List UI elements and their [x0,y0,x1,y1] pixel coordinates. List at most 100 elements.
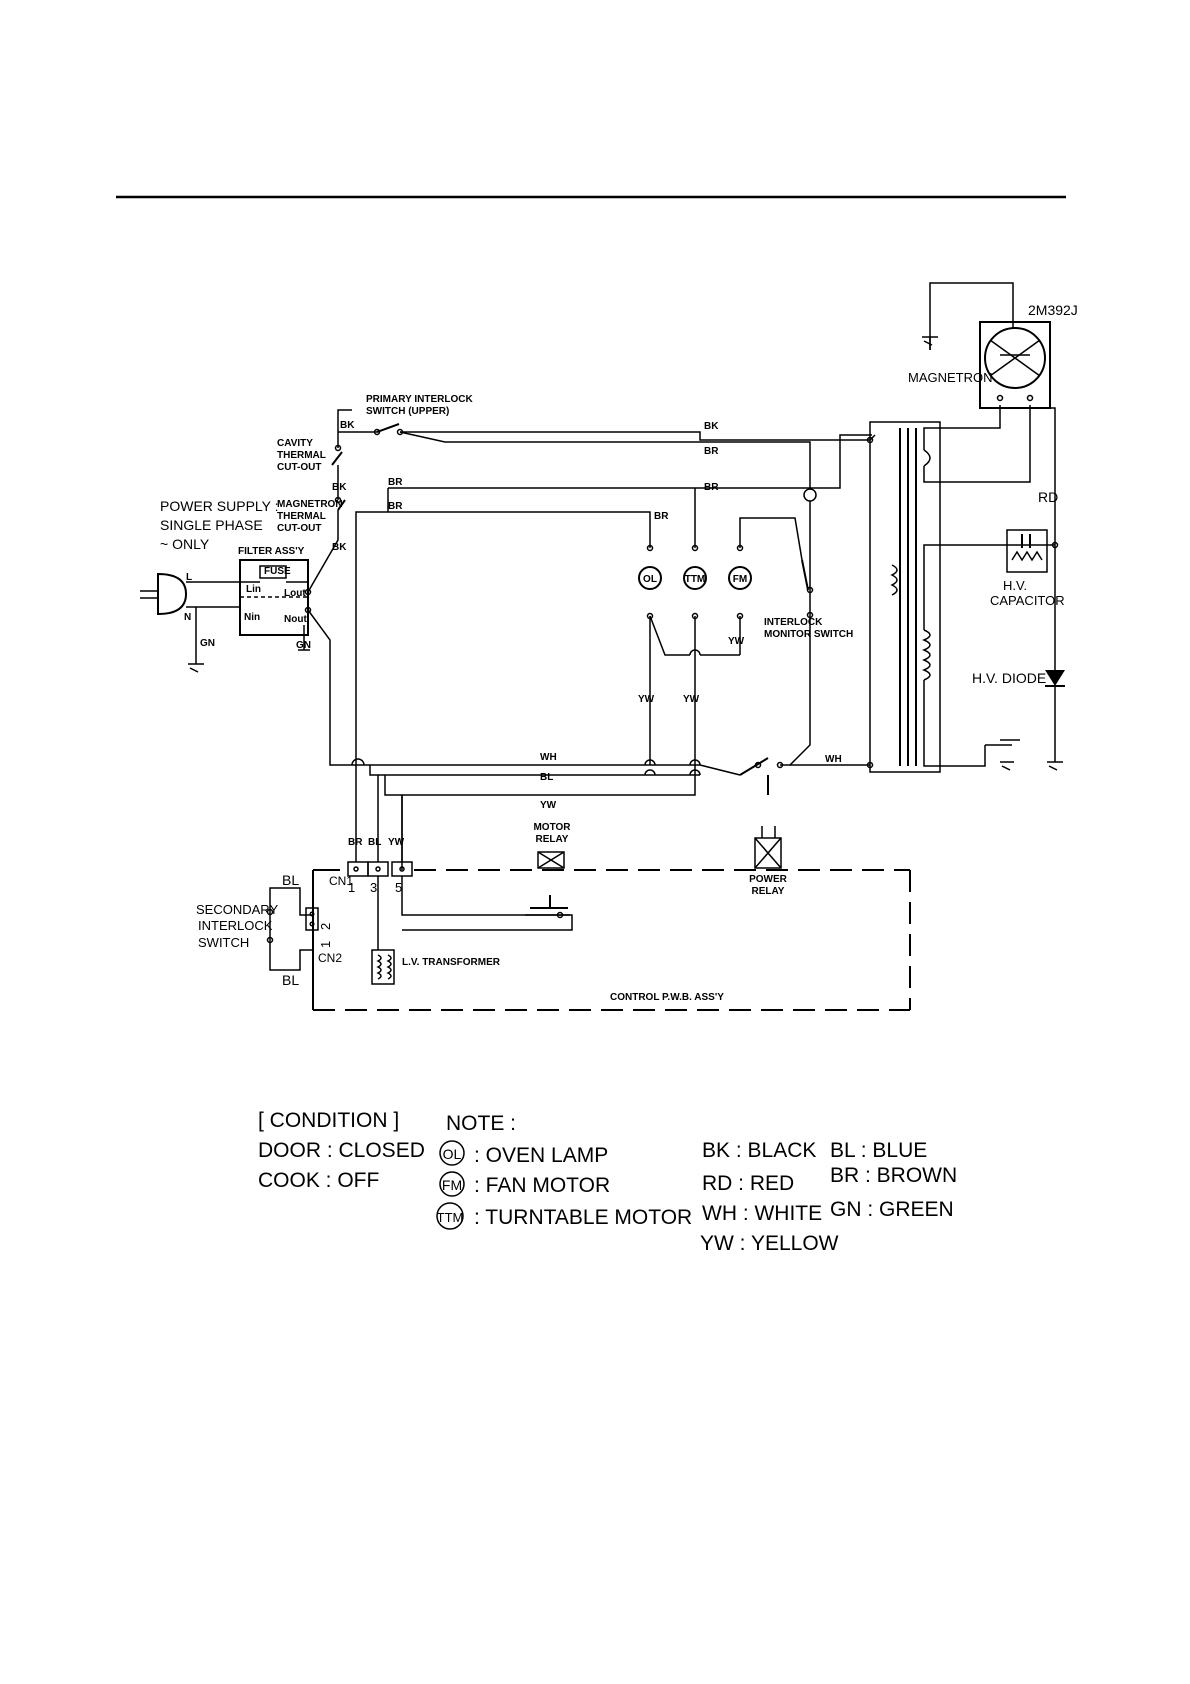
svg-text:YW: YW [388,837,405,848]
svg-text:CUT-OUT: CUT-OUT [277,523,321,534]
svg-text:SWITCH (UPPER): SWITCH (UPPER) [366,406,449,417]
diagram-labels: POWER SUPPLY : SINGLE PHASE ~ ONLY FILTE… [160,302,1078,1003]
hv-capacitor [1006,407,1059,573]
svg-text:1: 1 [318,941,333,948]
svg-text:YW: YW [540,800,557,811]
fuse-icon [259,565,287,579]
legend: [ CONDITION ] DOOR : CLOSED COOK : OFF N… [258,1109,957,1255]
legend-rd: RD : RED [702,1172,794,1195]
svg-text:BK: BK [332,542,347,553]
svg-text:RD: RD [1038,489,1058,505]
ol-symbol-icon [439,1140,465,1166]
wh-left-vertical [355,511,388,765]
fan-motor: FM [728,517,803,655]
magnetron-thermal-label: MAGNETRON [277,499,343,510]
ttm-symbol-icon [436,1202,464,1230]
svg-text:WH: WH [825,754,842,765]
condition-cook: COOK : OFF [258,1169,379,1192]
svg-text:YW: YW [638,694,655,705]
hv-capacitor-label: H.V. [1003,578,1027,593]
svg-text:Nin: Nin [244,612,260,623]
svg-text:RELAY: RELAY [752,886,785,897]
svg-text:GN: GN [296,640,311,651]
svg-text:BR: BR [348,837,363,848]
svg-text:RELAY: RELAY [536,834,569,845]
svg-text:BK: BK [340,420,355,431]
motor-relay-contact [402,895,573,931]
svg-text:CAPACITOR: CAPACITOR [990,593,1065,608]
legend-wh: WH : WHITE [702,1202,822,1225]
interlock-monitor-label: INTERLOCK [764,617,823,628]
fm-symbol-icon [439,1171,465,1197]
lv-transformer [371,945,395,985]
fuse-label: FUSE [264,566,291,577]
svg-text:SWITCH: SWITCH [198,935,249,950]
svg-text:YW: YW [728,636,745,647]
svg-text:THERMAL: THERMAL [277,450,326,461]
svg-text:Nout: Nout [284,614,307,625]
interlock-monitor-switch[interactable] [789,559,814,766]
svg-text:BL: BL [282,872,299,888]
svg-text:FM: FM [442,1177,462,1193]
neutral-wire [307,609,356,766]
svg-text:BR: BR [704,482,719,493]
svg-text:~ ONLY: ~ ONLY [160,536,210,552]
svg-text:OL: OL [643,574,657,585]
legend-br: BR : BROWN [830,1164,957,1187]
svg-text:BL: BL [540,772,553,783]
svg-text:3: 3 [370,880,377,895]
lv-transformer-label: L.V. TRANSFORMER [402,957,501,968]
svg-text:BR: BR [388,501,403,512]
svg-text:GN: GN [200,638,215,649]
svg-text:2: 2 [318,923,333,930]
svg-text:L: L [186,572,192,583]
motor-relay-label: MOTOR [533,822,571,833]
power-relay-label: POWER [749,874,788,885]
control-pwb-assembly [312,869,911,1011]
power-relay [754,826,782,869]
svg-text:N: N [184,612,191,623]
svg-text:TTM: TTM [437,1210,464,1225]
secondary-interlock-switch[interactable] [266,887,319,971]
svg-text:MONITOR SWITCH: MONITOR SWITCH [764,629,853,640]
magnetron [922,282,1051,409]
turntable-motor: TTM [683,488,740,765]
legend-yw: YW : YELLOW [700,1232,839,1255]
condition-door: DOOR : CLOSED [258,1139,425,1162]
cavity-thermal-label: CAVITY [277,438,313,449]
cn1-label: CN1 [329,874,353,888]
power-plug [140,572,240,673]
legend-bk: BK : BLACK [702,1139,816,1162]
svg-text:: OVEN LAMP: : OVEN LAMP [474,1144,608,1167]
oven-lamp: OL [638,544,690,765]
svg-text:WH: WH [540,752,557,763]
svg-text:BK: BK [332,482,347,493]
br-wire-3 [388,511,651,548]
power-supply-label: POWER SUPPLY : [160,498,279,514]
filter-label: FILTER ASS'Y [238,546,305,557]
condition-title: [ CONDITION ] [258,1109,399,1132]
br-wire-1 [399,431,811,615]
svg-text:BR: BR [388,477,403,488]
svg-text:TTM: TTM [685,574,706,585]
svg-text:CUT-OUT: CUT-OUT [277,462,321,473]
svg-text:THERMAL: THERMAL [277,511,326,522]
svg-text:: TURNTABLE MOTOR: : TURNTABLE MOTOR [474,1206,692,1229]
svg-text:BL: BL [282,972,299,988]
note-title: NOTE : [446,1112,516,1135]
svg-text:BL: BL [368,837,381,848]
hv-diode [1045,545,1065,771]
svg-text:OL: OL [443,1146,462,1162]
motor-relay [537,851,565,869]
svg-text:Lin: Lin [246,584,261,595]
secondary-interlock-label: SECONDARY [196,902,278,917]
primary-interlock-label: PRIMARY INTERLOCK [366,394,473,405]
thermal-cutouts [307,409,352,593]
svg-text:1: 1 [348,880,355,895]
filter-assembly [239,559,312,651]
svg-text:BR: BR [704,446,719,457]
magnetron-model-label: 2M392J [1028,302,1078,318]
legend-bl: BL : BLUE [830,1139,927,1162]
door-switch[interactable] [644,757,870,795]
hv-diode-label: H.V. DIODE [972,670,1046,686]
